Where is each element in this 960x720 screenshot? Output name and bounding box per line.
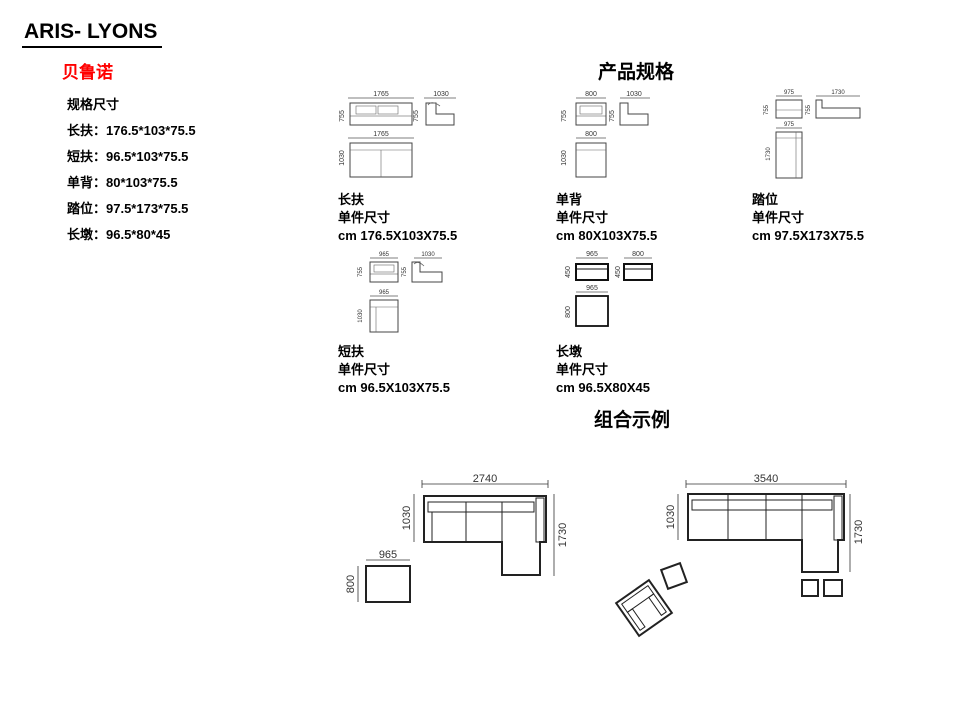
dim-label: 3540 (754, 473, 778, 485)
dim-label: 1730 (766, 147, 772, 161)
unit-size: cm 96.5X103X75.5 (338, 380, 451, 395)
dim-label: 755 (806, 104, 812, 115)
combo-1-drawing: 2740 1030 1730 965 800 (345, 473, 569, 603)
spec-row: 短扶：96.5*103*75.5 (67, 149, 189, 164)
dim-label: 975 (784, 122, 795, 128)
spec-row: 长扶：176.5*103*75.5 (67, 123, 196, 138)
dim-label: 755 (561, 110, 568, 122)
spec-row: 单背：80*103*75.5 (67, 175, 178, 190)
dim-label: 450 (615, 266, 622, 278)
unit-subtitle: 单件尺寸 (752, 210, 805, 225)
dim-label: 755 (764, 104, 770, 115)
dim-label: 1730 (831, 90, 845, 96)
dim-label: 965 (586, 251, 598, 258)
unit-name: 踏位 (752, 192, 779, 207)
unit-name: 单背 (556, 192, 583, 207)
armchair (614, 578, 674, 638)
section-title-combination: 组合示例 (594, 410, 671, 431)
dim-label: 800 (585, 131, 597, 138)
model-name-cn: 贝鲁诺 (62, 63, 113, 82)
unit-name: 长扶 (338, 192, 365, 207)
dim-label: 1730 (557, 523, 569, 547)
unit-chaise-drawing: 975 755 1730 755 975 1730 (764, 90, 861, 179)
spec-heading: 规格尺寸 (67, 97, 120, 112)
unit-size: cm 97.5X173X75.5 (752, 228, 865, 243)
unit-subtitle: 单件尺寸 (338, 362, 391, 377)
dim-label: 800 (565, 306, 572, 318)
unit-long-arm-drawing: 1765 755 1030 755 1765 1030 (339, 91, 456, 178)
unit-size: cm 96.5X80X45 (556, 380, 650, 395)
dim-label: 1030 (401, 506, 413, 530)
unit-size: cm 80X103X75.5 (556, 228, 658, 243)
model-title: ARIS- LYONS (24, 20, 158, 43)
dim-label: 1030 (626, 91, 642, 98)
dim-label: 800 (585, 91, 597, 98)
dim-label: 755 (402, 266, 408, 277)
spec-list: 规格尺寸 长扶：176.5*103*75.5 短扶：96.5*103*75.5 … (67, 96, 196, 252)
dim-label: 1765 (373, 131, 389, 138)
unit-short-arm-drawing: 965 755 1030 755 965 1030 (358, 252, 443, 333)
dim-label: 965 (379, 252, 390, 258)
dim-label: 450 (565, 266, 572, 278)
unit-subtitle: 单件尺寸 (556, 362, 609, 377)
dim-label: 1030 (665, 505, 677, 529)
unit-caption: 单背 单件尺寸 cm 80X103X75.5 (556, 191, 657, 245)
section-title-product-specs: 产品规格 (598, 62, 675, 83)
dim-label: 965 (379, 290, 390, 296)
unit-caption: 长扶 单件尺寸 cm 176.5X103X75.5 (338, 191, 457, 245)
dim-label: 755 (413, 110, 420, 122)
dim-label: 1730 (853, 520, 865, 544)
unit-subtitle: 单件尺寸 (338, 210, 391, 225)
dim-label: 1030 (339, 150, 346, 166)
dim-label: 1030 (421, 252, 435, 258)
dim-label: 800 (345, 575, 357, 593)
unit-size: cm 176.5X103X75.5 (338, 228, 458, 243)
unit-name: 长墩 (556, 344, 583, 359)
unit-caption: 踏位 单件尺寸 cm 97.5X173X75.5 (752, 191, 864, 245)
unit-caption: 长墩 单件尺寸 cm 96.5X80X45 (556, 343, 650, 397)
unit-single-back-drawing: 800 755 1030 755 800 1030 (561, 91, 650, 178)
dim-label: 755 (609, 110, 616, 122)
unit-subtitle: 单件尺寸 (556, 210, 609, 225)
spec-row: 踏位：97.5*173*75.5 (67, 201, 189, 216)
dim-label: 1030 (358, 309, 364, 323)
dim-label: 965 (379, 549, 397, 561)
title-underline (22, 46, 162, 48)
dim-label: 755 (339, 110, 346, 122)
dim-label: 965 (586, 285, 598, 292)
dim-label: 2740 (473, 473, 497, 485)
unit-name: 短扶 (338, 344, 365, 359)
dim-label: 975 (784, 90, 795, 96)
spec-row: 长墩：96.5*80*45 (67, 227, 171, 242)
combo-2-drawing: 3540 1030 1730 (614, 473, 865, 638)
dim-label: 1030 (433, 91, 449, 98)
dim-label: 800 (632, 251, 644, 258)
unit-caption: 短扶 单件尺寸 cm 96.5X103X75.5 (338, 343, 450, 397)
dim-label: 755 (358, 266, 364, 277)
unit-ottoman-drawing: 965 450 800 450 965 800 (565, 251, 653, 327)
dim-label: 1030 (561, 150, 568, 166)
dim-label: 1765 (373, 91, 389, 98)
